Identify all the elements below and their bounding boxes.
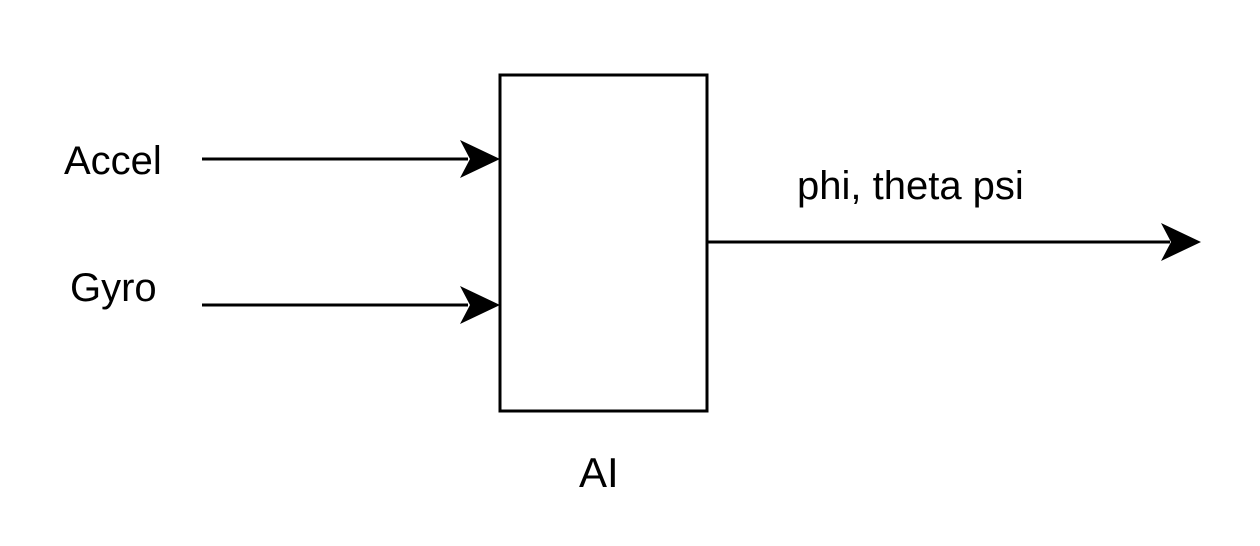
output-label: phi, theta psi	[797, 164, 1024, 208]
gyro-label: Gyro	[70, 266, 157, 310]
ai-block-label: AI	[579, 449, 619, 496]
accel-arrow	[202, 140, 500, 178]
output-arrow	[707, 223, 1201, 261]
ai-block	[498, 73, 709, 413]
gyro-arrow	[202, 286, 500, 324]
accel-label: Accel	[64, 139, 162, 183]
